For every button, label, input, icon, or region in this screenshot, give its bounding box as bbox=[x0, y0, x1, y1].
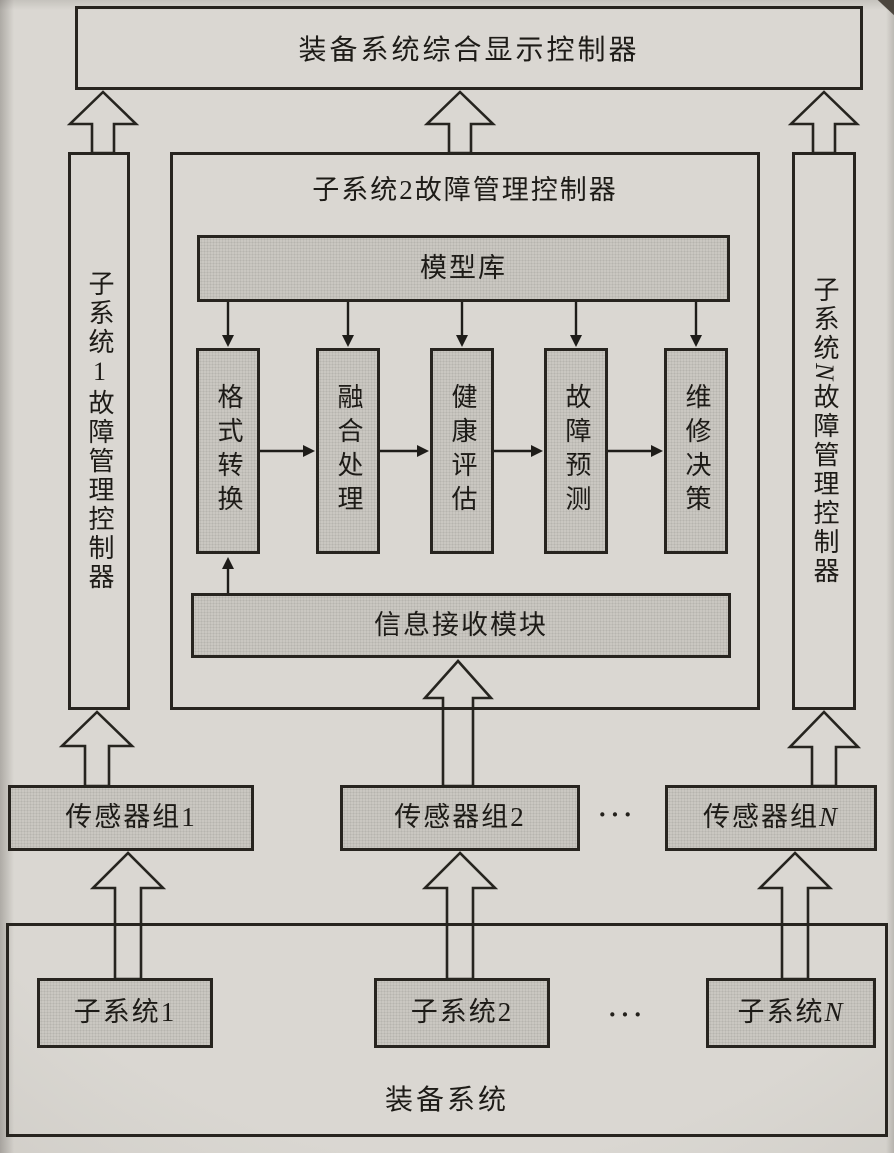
subsystemN-fault-controller-box: 子系统N故障管理控制器 bbox=[792, 152, 856, 710]
sensor-row-ellipsis: ··· bbox=[598, 800, 637, 829]
subsystem-1-box: 子系统1 bbox=[37, 978, 213, 1048]
info-receiving-module-label: 信息接收模块 bbox=[374, 609, 548, 640]
process-box-health-assessment: 健康评估 bbox=[430, 348, 494, 554]
block-arrow-right-controller-to-top bbox=[787, 90, 861, 155]
subsystem-N-prefix: 子系统 bbox=[737, 997, 825, 1028]
sensor-group-N-n: N bbox=[818, 802, 839, 833]
process-box-format-conversion: 格式转换 bbox=[196, 348, 260, 554]
model-library-box: 模型库 bbox=[197, 235, 730, 302]
sensor-group-1-box: 传感器组1 bbox=[8, 785, 254, 851]
subsystem-N-n: N bbox=[824, 997, 845, 1028]
process-box-fault-prediction: 故障预测 bbox=[544, 348, 608, 554]
subsystem-N-label: 子系统N bbox=[737, 997, 844, 1028]
block-arrow-left-controller-to-top bbox=[66, 90, 140, 155]
process-box-fusion-processing: 融合处理 bbox=[316, 348, 380, 554]
info-receiving-module-box: 信息接收模块 bbox=[191, 593, 731, 658]
subsystem1-fault-controller-label: 子系统1故障管理控制器 bbox=[85, 270, 114, 592]
subsystem-row-ellipsis: ··· bbox=[608, 1000, 647, 1029]
sensor-group-N-prefix: 传感器组 bbox=[702, 802, 819, 833]
subsystem-2-box: 子系统2 bbox=[374, 978, 550, 1048]
block-arrow-sensorN-to-right-controller bbox=[786, 710, 862, 788]
block-arrow-center-controller-to-top bbox=[423, 90, 497, 155]
block-arrow-sensor1-to-left-controller bbox=[58, 710, 136, 788]
subsystem2-fault-controller-title: 子系统2故障管理控制器 bbox=[312, 175, 618, 205]
process-label-health-assessment: 健康评估 bbox=[448, 383, 477, 519]
top-display-controller-label: 装备系统综合显示控制器 bbox=[298, 35, 640, 66]
process-label-maintenance-decision: 维修决策 bbox=[682, 383, 711, 519]
subsystem-1-label: 子系统1 bbox=[73, 997, 177, 1028]
process-box-maintenance-decision: 维修决策 bbox=[664, 348, 728, 554]
sensor-group-2-label: 传感器组2 bbox=[394, 802, 526, 833]
sensor-group-2-box: 传感器组2 bbox=[340, 785, 580, 851]
subsystemN-fault-controller-label: 子系统N故障管理控制器 bbox=[810, 275, 839, 587]
sensor-group-N-label: 传感器组N bbox=[703, 802, 839, 833]
top-display-controller-box: 装备系统综合显示控制器 bbox=[75, 6, 863, 90]
photo-corner-shadow bbox=[864, 0, 894, 64]
subsystemN-fault-controller-suffix: 故障管理控制器 bbox=[810, 383, 839, 587]
subsystemN-fault-controller-n: N bbox=[810, 362, 839, 384]
sensor-group-N-box: 传感器组N bbox=[665, 785, 877, 851]
process-label-fusion-processing: 融合处理 bbox=[334, 383, 363, 519]
sensor-group-1-label: 传感器组1 bbox=[65, 802, 197, 833]
subsystem1-fault-controller-box: 子系统1故障管理控制器 bbox=[68, 152, 130, 710]
process-label-format-conversion: 格式转换 bbox=[214, 383, 243, 519]
process-label-fault-prediction: 故障预测 bbox=[562, 383, 591, 519]
subsystem-2-label: 子系统2 bbox=[410, 997, 514, 1028]
subsystemN-fault-controller-prefix: 子系统 bbox=[810, 275, 839, 363]
model-library-label: 模型库 bbox=[420, 252, 507, 283]
equipment-system-label: 装备系统 bbox=[384, 1085, 509, 1116]
subsystem-N-box: 子系统N bbox=[706, 978, 876, 1048]
